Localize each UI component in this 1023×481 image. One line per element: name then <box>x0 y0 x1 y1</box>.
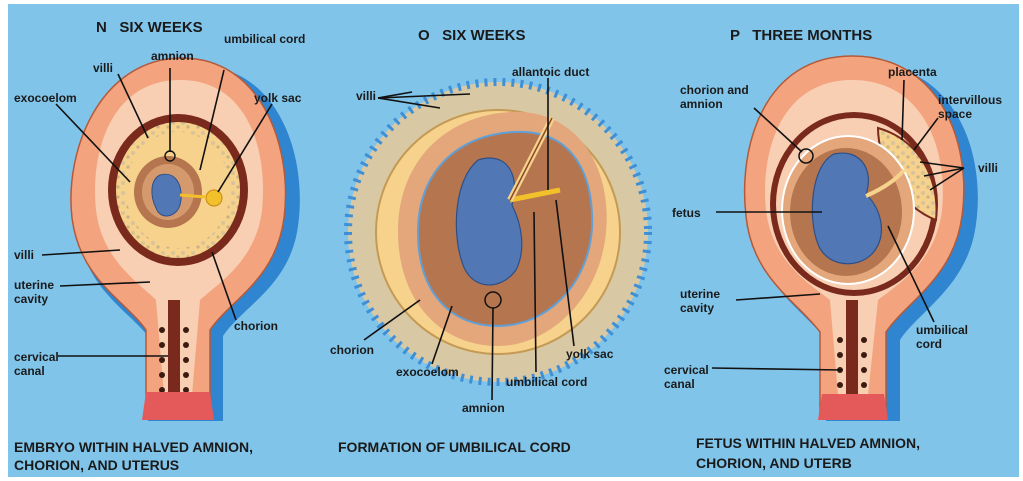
label-exocoelom: exocoelom <box>396 365 459 379</box>
label-umbilical-cord: umbilical cord <box>506 375 587 389</box>
label-cervical: cervical <box>664 363 709 377</box>
panel-n-figure <box>71 58 300 421</box>
label-umbilical: umbilical <box>916 323 968 337</box>
label-villi-top: villi <box>93 61 113 75</box>
panel-p-caption-line1: FETUS WITHIN HALVED AMNION, <box>696 435 920 451</box>
label-uterine-1: uterine <box>14 278 54 292</box>
label-exocoelom: exocoelom <box>14 91 77 105</box>
label-cord: cord <box>916 337 942 351</box>
label-yolk-sac: yolk sac <box>254 91 302 105</box>
label-amnion: amnion <box>462 401 505 415</box>
yolk-sac <box>206 190 222 206</box>
panel-o-title: O SIX WEEKS <box>418 27 526 44</box>
panel-n-title: N SIX WEEKS <box>96 19 203 36</box>
panel-p-title: P THREE MONTHS <box>730 27 872 44</box>
label-allantoic-duct: allantoic duct <box>512 65 589 79</box>
embryo <box>456 158 521 285</box>
label-amnion: amnion <box>151 49 194 63</box>
label-space: space <box>938 107 972 121</box>
label-amnion: amnion <box>680 97 723 111</box>
label-cavity-1: cavity <box>14 292 48 306</box>
label-canal-1: canal <box>14 364 45 378</box>
label-chorion: chorion <box>330 343 374 357</box>
label-villi: villi <box>356 89 376 103</box>
label-uterine: uterine <box>680 287 720 301</box>
panel-o-caption: FORMATION OF UMBILICAL CORD <box>338 439 571 455</box>
label-umbilical-cord: umbilical cord <box>224 32 305 46</box>
label-intervillous: intervillous <box>938 93 1002 107</box>
label-fetus: fetus <box>672 206 701 220</box>
panel-p-caption-line2: CHORION, AND UTERB <box>696 455 852 471</box>
embryo <box>152 174 181 216</box>
label-villi: villi <box>978 161 998 175</box>
panel-o-figure <box>348 82 648 382</box>
label-chorion: chorion <box>234 319 278 333</box>
label-yolk-sac: yolk sac <box>566 347 614 361</box>
label-placenta: placenta <box>888 65 937 79</box>
label-cavity: cavity <box>680 301 714 315</box>
panel-n-caption-line2: CHORION, AND UTERUS <box>14 457 179 473</box>
label-chorion-and: chorion and <box>680 83 749 97</box>
label-canal: canal <box>664 377 695 391</box>
label-cervical-1: cervical <box>14 350 59 364</box>
label-villi-bottom: villi <box>14 248 34 262</box>
panel-n-caption-line1: EMBRYO WITHIN HALVED AMNION, <box>14 439 253 455</box>
